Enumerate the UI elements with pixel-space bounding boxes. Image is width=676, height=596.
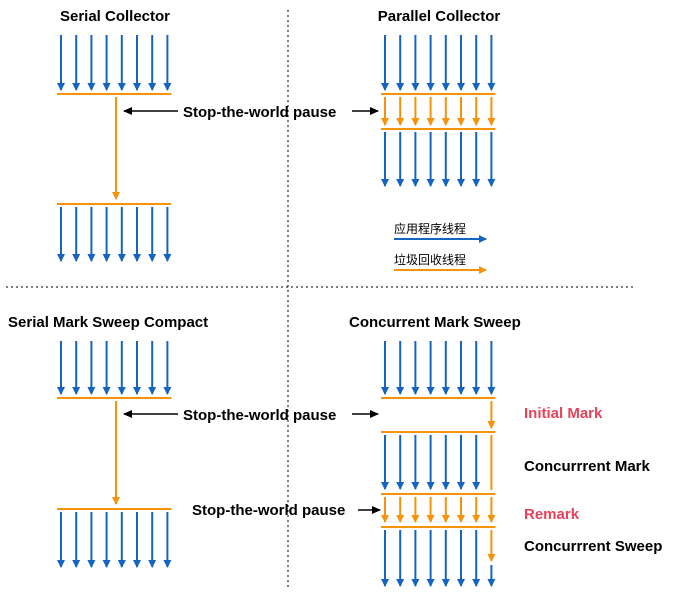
title-initial-letter: S [92, 314, 102, 331]
parallel-collector-title: Parallel Collector [378, 8, 501, 25]
title-initial-letter: M [53, 314, 66, 331]
title-text: erial [18, 314, 53, 331]
serial-mark-sweep-compact-title: Serial Mark Sweep Compact [8, 314, 208, 331]
serial-pause-label: Stop-the-world pause [183, 104, 336, 121]
title-text: oncurrent [360, 314, 434, 331]
title-text: ark [66, 314, 93, 331]
smsc-pause-label: Stop-the-world pause [183, 407, 336, 424]
title-initial-letter: C [144, 314, 155, 331]
cms-title: Concurrent Mark Sweep [349, 314, 521, 331]
title-initial-letter: S [473, 314, 483, 331]
cms-pause-label: Stop-the-world pause [192, 502, 345, 519]
pause-indicators [123, 107, 381, 514]
title-initial-letter: C [349, 314, 360, 331]
title-text: ark [447, 314, 474, 331]
title-initial-letter: M [434, 314, 447, 331]
initial-mark-label: Initial Mark [524, 405, 603, 422]
title-text: weep [482, 314, 521, 331]
legend-gc-threads-label: 垃圾回收线程 [394, 252, 466, 267]
thread-lanes [57, 35, 496, 587]
remark-label: Remark [524, 506, 580, 523]
title-initial-letter: S [8, 314, 18, 331]
title-text: weep [101, 314, 144, 331]
serial-collector-title: Serial Collector [60, 8, 170, 25]
legend-application-threads-label: 应用程序线程 [394, 221, 466, 236]
concurrent-mark-label: Concurrrent Mark [524, 458, 651, 475]
concurrent-sweep-label: Concurrrent Sweep [524, 538, 662, 555]
title-text: ompact [155, 314, 208, 331]
